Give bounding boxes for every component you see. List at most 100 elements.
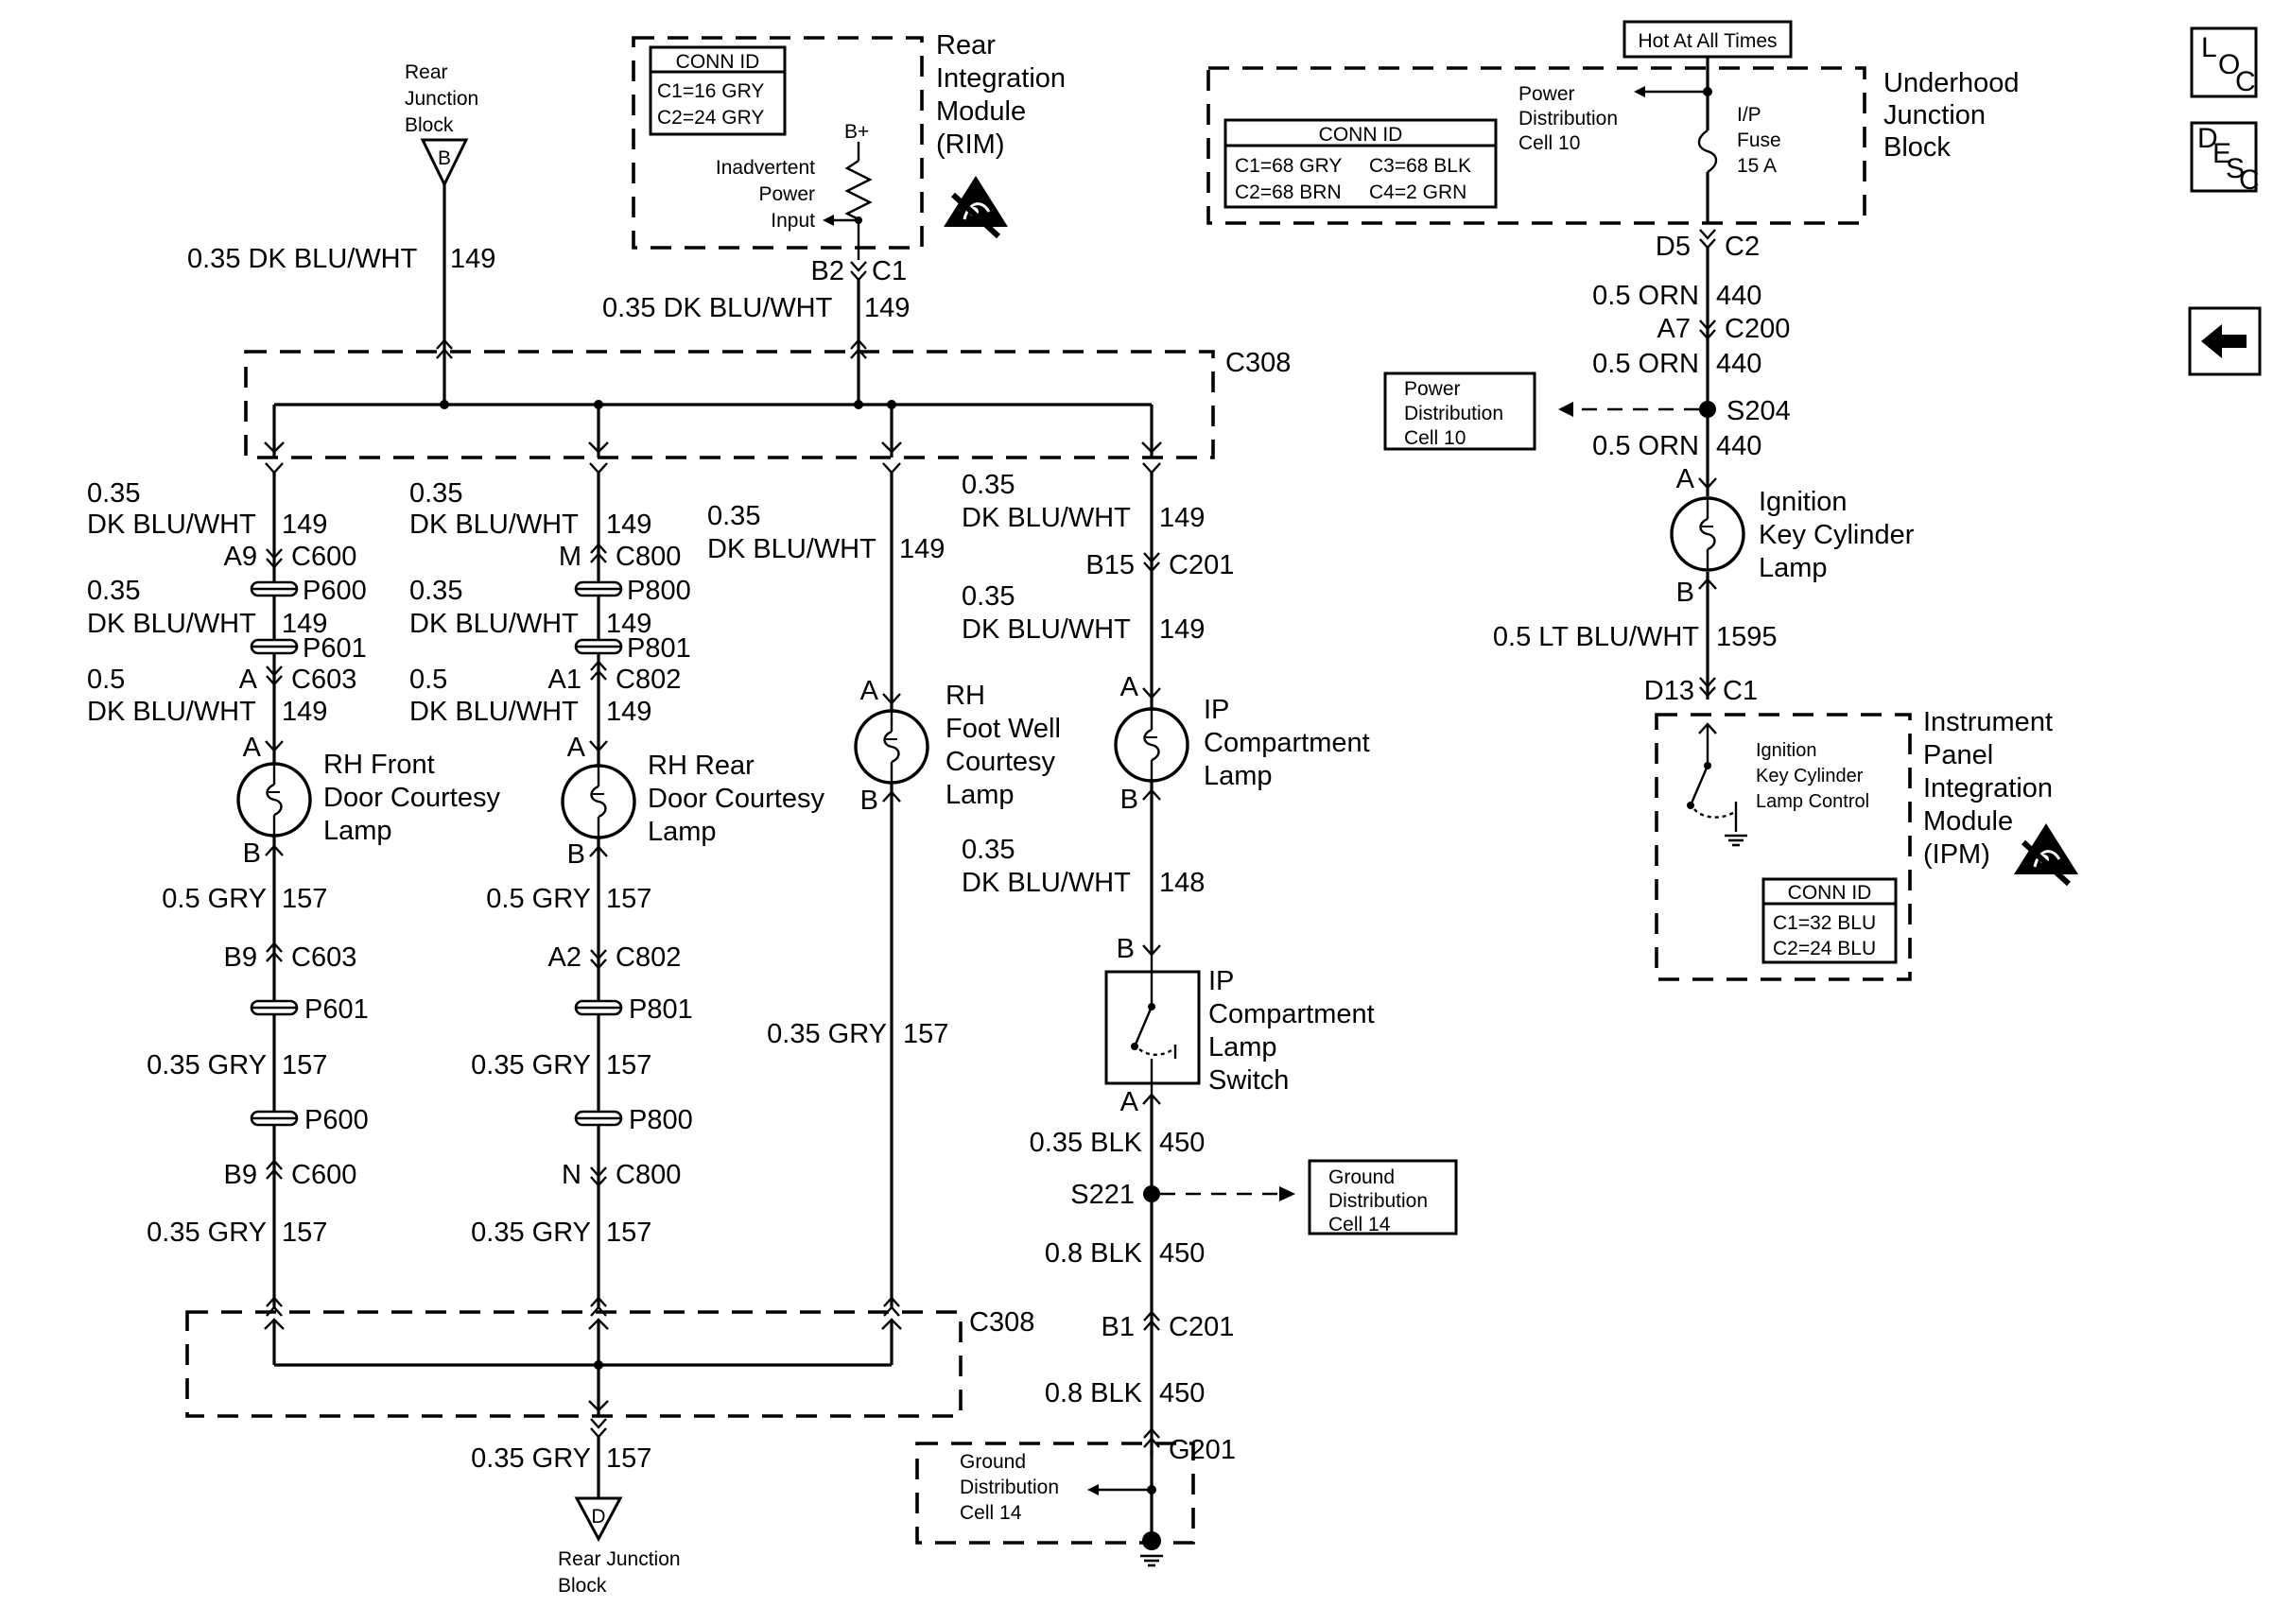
rjb-bottom-line1: Rear Junction — [558, 1548, 681, 1570]
ujb-pdc-line2: Distribution — [1518, 108, 1618, 130]
b2-g2: 0.35 GRY — [471, 1050, 591, 1080]
desc-s: S — [2226, 153, 2245, 184]
ip-switch-line4: Switch — [1208, 1065, 1289, 1096]
rim-input-line2: Power — [758, 183, 815, 205]
ip-switch-line1: IP — [1208, 966, 1234, 996]
b4-w3n: 148 — [1159, 868, 1205, 898]
b1-c600b: C600 — [291, 1160, 356, 1190]
ujb-title-line3: Block — [1883, 132, 1951, 163]
rh-foot-lamp-line2: Foot Well — [946, 714, 1061, 744]
b1-p601b: P601 — [304, 994, 369, 1025]
b4-w1b: DK BLU/WHT — [962, 503, 1131, 533]
c308-bottom-label: C308 — [969, 1307, 1034, 1338]
b4-w1n: 149 — [1159, 503, 1205, 533]
b4-w1a: 0.35 — [962, 470, 1015, 500]
b2-c800: C800 — [616, 542, 681, 572]
ipm-conn-c1: C1=32 BLU — [1773, 912, 1876, 934]
desc-d: D — [2197, 123, 2218, 154]
b2-c802b-pin: A2 — [548, 942, 581, 973]
c308-top-label: C308 — [1225, 348, 1291, 378]
rim-title-line1: Rear — [936, 30, 996, 60]
b2-p801: P801 — [627, 633, 691, 664]
left-arrow-icon — [2201, 324, 2247, 358]
b1-w1b: DK BLU/WHT — [87, 510, 256, 540]
rim-conn-header: CONN ID — [676, 51, 760, 73]
rim-input-line1: Inadvertent — [716, 157, 815, 179]
wire-num-rim: 149 — [864, 293, 910, 323]
b2-w1a: 0.35 — [409, 478, 462, 509]
ip-compartment-lamp-switch — [1104, 955, 1201, 1097]
rear-junction-block-top: Rear Junction Block B — [405, 61, 478, 188]
ujb-title-line2: Junction — [1883, 100, 1986, 130]
rim-input-line3: Input — [771, 210, 815, 232]
wire-num-top-left: 149 — [450, 244, 495, 274]
loc-l: L — [2201, 32, 2217, 63]
b1-w2a: 0.35 — [87, 576, 140, 606]
description-button[interactable]: D E S C — [2190, 121, 2260, 196]
b4-w2n: 149 — [1159, 614, 1205, 645]
ipm-title-line2: Panel — [1923, 740, 1993, 770]
branch-ip-compartment: 0.35 DK BLU/WHT 149 B15 C201 0.35 DK BLU… — [962, 461, 1458, 1465]
back-button[interactable] — [2188, 306, 2262, 376]
b1-w1a: 0.35 — [87, 478, 140, 509]
b2-lamp-pin-b: B — [567, 839, 585, 870]
b1-g3n: 157 — [282, 1218, 327, 1248]
rim-pin-c1: C1 — [872, 256, 907, 286]
b1-w3b: DK BLU/WHT — [87, 697, 256, 727]
ujb-title-line1: Underhood — [1883, 68, 2020, 98]
r-o3: 0.5 ORN — [1592, 431, 1699, 461]
b1-c600-pin: A9 — [224, 542, 257, 572]
location-button[interactable]: L O C — [2190, 26, 2258, 98]
b2-lamp-pin-a: A — [567, 733, 586, 763]
ujb-conn-c2: C2=68 BRN — [1235, 181, 1342, 203]
ipm-ctl-line2: Key Cylinder — [1756, 766, 1864, 786]
r-o3n: 440 — [1716, 431, 1761, 461]
b4-w3b: DK BLU/WHT — [962, 868, 1131, 898]
b3-w1a: 0.35 — [707, 501, 760, 531]
b2-p800b: P800 — [629, 1105, 693, 1135]
bottom-gry-label: 0.35 GRY — [471, 1443, 591, 1474]
rjb-top-line2: Junction — [405, 88, 478, 110]
c308-top-block: C308 — [244, 338, 1291, 459]
ipm-conn-c2: C2=24 BLU — [1773, 938, 1876, 959]
branch-ignition-key-lamp: D5 C2 0.5 ORN 440 A7 C200 0.5 ORN 440 S2… — [1383, 228, 1915, 706]
r-d13: D13 — [1644, 676, 1694, 706]
rim-title-line4: (RIM) — [936, 130, 1004, 160]
ground-cell-g201-line2: Distribution — [960, 1477, 1059, 1498]
s204-label: S204 — [1726, 396, 1791, 426]
b2-c802b: C802 — [616, 942, 681, 973]
b4-k3n: 450 — [1159, 1378, 1205, 1408]
b2-w3b: DK BLU/WHT — [409, 697, 579, 727]
b2-w2a: 0.35 — [409, 576, 462, 606]
ipm-title-line1: Instrument — [1923, 707, 2053, 737]
fuse-icon — [1697, 130, 1718, 173]
b2-w1n: 149 — [606, 510, 651, 540]
ujb-fuse-line2: Fuse — [1737, 130, 1781, 151]
b4-c201-pin: B15 — [1085, 550, 1135, 580]
branch-rh-rear-door: 0.35 DK BLU/WHT 149 M C800 P800 0.35 DK … — [409, 461, 824, 1309]
s221-label: S221 — [1070, 1180, 1135, 1210]
b1-c603b-pin: B9 — [224, 942, 257, 973]
ign-lamp-line2: Key Cylinder — [1759, 520, 1915, 550]
rh-foot-well-lamp-icon — [854, 709, 929, 785]
ground-cell-s221-line2: Distribution — [1328, 1190, 1428, 1212]
b4-k2: 0.8 BLK — [1045, 1238, 1143, 1269]
ujb-conn-c1: C1=68 GRY — [1235, 155, 1342, 177]
ipm-ground-icon — [1723, 834, 1749, 847]
ipm-title-line5: (IPM) — [1923, 839, 1990, 870]
b4-lamp-pin-a: A — [1120, 672, 1139, 702]
b4-w2a: 0.35 — [962, 581, 1015, 612]
b2-w3a: 0.5 — [409, 665, 447, 695]
b1-c603: C603 — [291, 665, 356, 695]
b4-w3a: 0.35 — [962, 835, 1015, 865]
b1-p601: P601 — [303, 633, 367, 664]
rh-front-lamp-line2: Door Courtesy — [323, 783, 500, 813]
b2-w3n: 149 — [606, 697, 651, 727]
esd-warning-icon — [944, 176, 1008, 236]
ign-lamp-pin-a: A — [1676, 464, 1695, 494]
b2-p801b: P801 — [629, 994, 693, 1025]
b4-w2b: DK BLU/WHT — [962, 614, 1131, 645]
rim-conn-c1: C1=16 GRY — [657, 80, 764, 102]
b3-lamp-pin-b: B — [860, 786, 878, 816]
